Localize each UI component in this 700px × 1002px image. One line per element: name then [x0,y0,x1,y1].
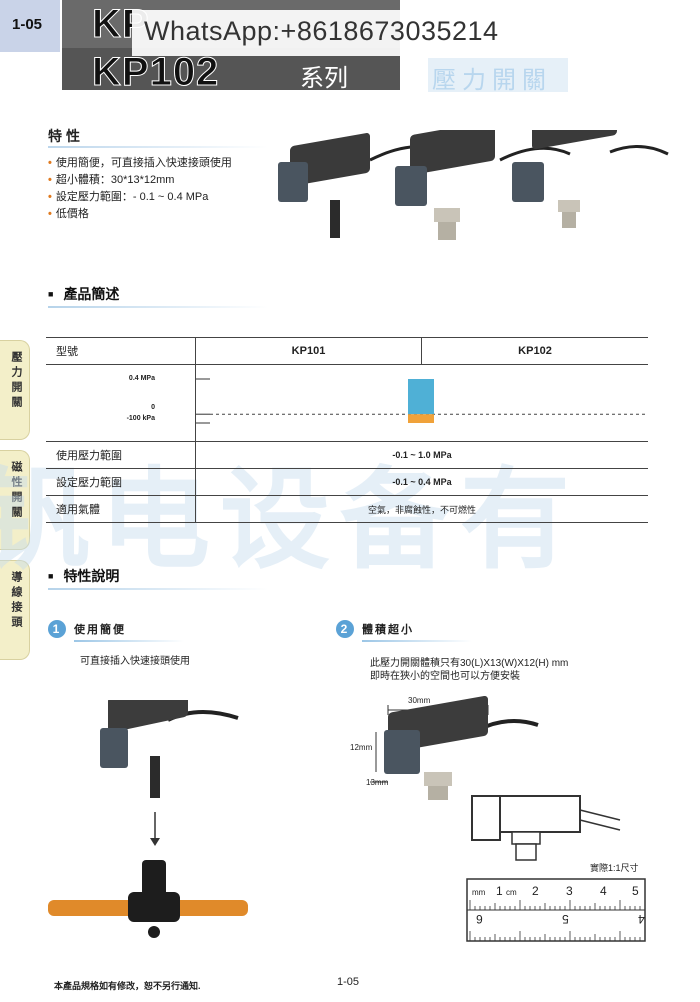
table-row: 使用壓力範圍 -0.1 ~ 1.0 MPa [46,441,648,469]
scale-label: 實際1:1尺寸 [590,863,639,873]
row-label-use-range: 使用壓力範圍 [46,441,196,469]
y-tick-top: 0.4 MPa [128,375,155,382]
detail-item2-heading: 2 體積超小 [336,620,472,642]
page-code: 1-05 [12,16,43,33]
details-title: 特性說明 [48,566,268,590]
feature-item: 低價格 [48,206,232,223]
spec-table: 型號 KP101 KP102 0.4 MPa 0 -100 kPa 使用壓力範圍… [46,337,648,523]
header-right-ghost: 壓力開關 [428,58,568,94]
features-underline [48,146,268,148]
dim-width: 13mm [366,778,389,787]
row-value-use-range: -0.1 ~ 1.0 MPa [195,441,648,469]
pressure-range-chart [195,364,648,442]
page-code-tab: 1-05 [0,0,62,52]
product-photos [278,130,669,240]
detail-item1-number: 1 [48,620,66,638]
product-photo-1 [278,133,441,238]
y-tick-zero: 0 [151,404,155,411]
detail-item1-title: 使用簡便 [74,624,126,636]
detail-item2-text-2: 即時在狹小的空間也可以方便安裝 [370,671,520,682]
scale-diagram [471,795,621,861]
product-photo-3 [512,130,669,228]
dimension-illustration [370,695,539,800]
features-list: 使用簡便，可直接插入快速接頭使用 超小體積：30*13*12mm 設定壓力範圍：… [48,155,232,223]
row-value-gas: 空氣，非腐蝕性，不可燃性 [195,495,648,523]
overview-title: 產品簡述 [48,284,268,308]
contact-watermark: WhatsApp:+8618673035214 [132,10,562,56]
table-row-chart: 0.4 MPa 0 -100 kPa [46,364,648,442]
table-header-kp102: KP102 [421,337,648,365]
detail-item2-number: 2 [336,620,354,638]
dim-length: 30mm [408,696,431,705]
detail-item2-text-1: 此壓力開關體積只有30(L)X13(W)X12(H) mm [370,658,569,669]
table-header-model: 型號 [46,337,196,365]
footer-page-number: 1-05 [337,976,360,988]
side-tab-connector[interactable]: 導線接頭 [0,560,30,660]
y-tick-bottom: -100 kPa [126,415,155,422]
detail-item2-title: 體積超小 [362,624,414,636]
table-header-kp101: KP101 [195,337,422,365]
footer-note: 本產品規格如有修改，恕不另行通知. [54,981,201,991]
bar-kp102-positive [408,379,434,415]
header-title-line2: KP102 [91,50,220,95]
table-row: 型號 KP101 KP102 [46,337,648,365]
row-label-gas: 適用氣體 [46,495,196,523]
bar-kp102-negative [408,414,434,423]
header-series: 系列 [300,65,348,92]
table-row: 設定壓力範圍 -0.1 ~ 0.4 MPa [46,468,648,496]
dim-height: 12mm [350,743,373,752]
detail-item1-heading: 1 使用簡便 [48,620,184,642]
feature-item: 超小體積：30*13*12mm [48,172,232,189]
quick-connector-illustration [48,700,248,938]
row-label-set-range: 設定壓力範圍 [46,468,196,496]
features-title: 特性 [48,128,84,144]
ruler [466,878,646,942]
detail-item1-text: 可直接插入快速接頭使用 [80,656,190,667]
table-row: 適用氣體 空氣，非腐蝕性，不可燃性 [46,495,648,523]
side-tab-magnetic[interactable]: 磁性開關 [0,450,30,550]
feature-item: 設定壓力範圍：- 0.1 ~ 0.4 MPa [48,189,232,206]
pressure-range-svg [196,378,648,424]
feature-item: 使用簡便，可直接插入快速接頭使用 [48,155,232,172]
row-value-set-range: -0.1 ~ 0.4 MPa [195,468,648,496]
side-tab-pressure[interactable]: 壓力開關 [0,340,30,440]
